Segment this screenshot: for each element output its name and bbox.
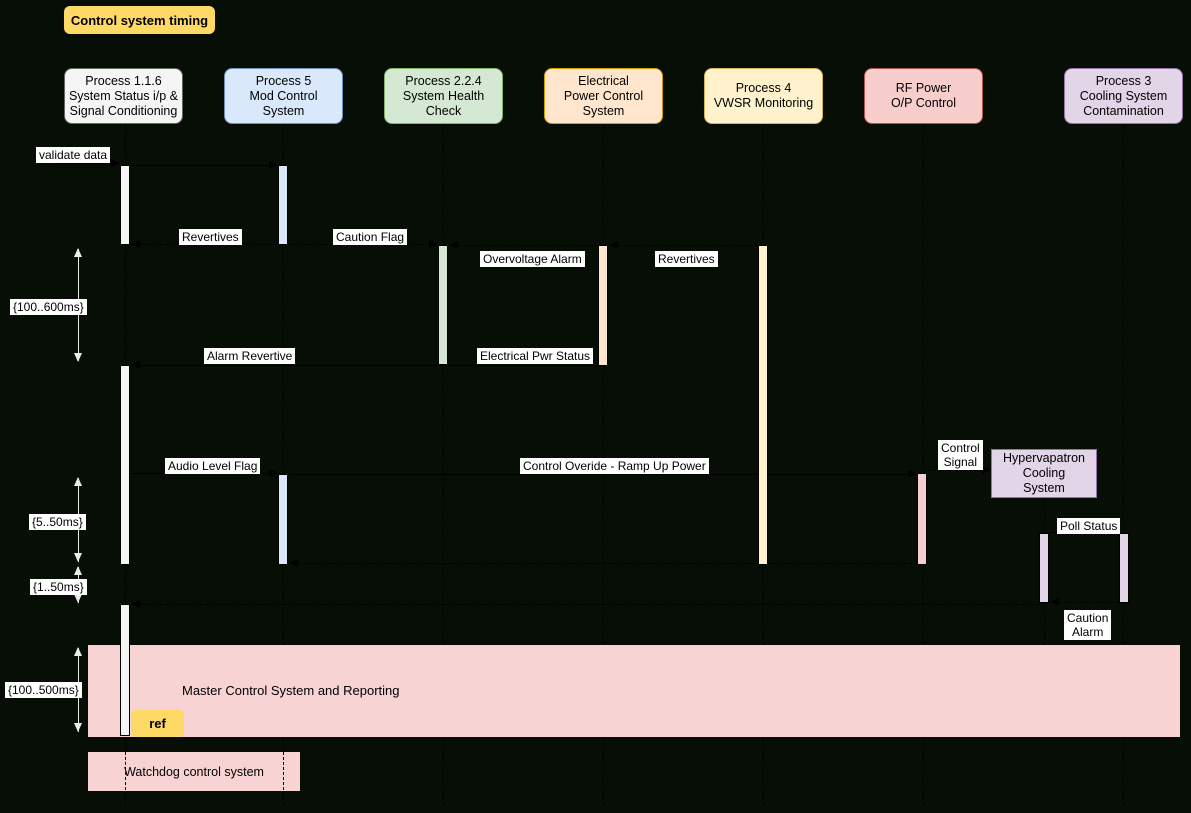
participant-electrical-power: Electrical Power Control System: [544, 68, 663, 124]
arrowhead-return-to-p1: [131, 600, 140, 608]
label-poll-status: Poll Status: [1057, 518, 1121, 534]
arrowhead-alarm-revertive: [131, 361, 140, 369]
label-revertives-1: Revertives: [179, 229, 242, 245]
arrowhead-control-signal: [982, 466, 991, 474]
lifeline-rf-power: [923, 125, 924, 805]
participant-process-2-2-4: Process 2.2.4 System Health Check: [384, 68, 503, 124]
lifeline-process-5: [283, 122, 284, 805]
arrowhead-p1-to-p2: [269, 161, 278, 169]
master-control-band: [88, 645, 1180, 737]
participant-process-5: Process 5 Mod Control System: [224, 68, 343, 124]
timing-arrowhead: [74, 353, 82, 362]
watchdog-fragment: Watchdog control system: [88, 752, 300, 791]
activation-p6: [917, 473, 927, 565]
master-control-band-label: Master Control System and Reporting: [182, 683, 400, 698]
timing-arrowhead: [74, 553, 82, 562]
arrowhead-audio-level-flag: [269, 469, 278, 477]
message-line-return-to-p1: [140, 604, 1039, 605]
activation-p7: [1119, 533, 1129, 603]
label-revertives-2: Revertives: [655, 251, 718, 267]
timing-arrowhead: [74, 647, 82, 656]
activation-p3: [438, 245, 448, 365]
activation-p2-a: [278, 165, 288, 245]
activation-p1-b: [120, 365, 130, 565]
label-validate-data: validate data: [36, 147, 111, 163]
message-line-control-signal: [928, 470, 982, 471]
arrowhead-caution-flag: [429, 240, 438, 248]
activation-p2-b: [278, 474, 288, 565]
message-line-p1-to-p2: [131, 165, 269, 166]
label-overvoltage-alarm: Overvoltage Alarm: [480, 251, 585, 267]
label-constraint-5-50ms: {5..50ms}: [29, 514, 86, 530]
participant-hypervapatron: Hypervapatron Cooling System: [991, 449, 1097, 498]
label-control-overide: Control Overide - Ramp Up Power: [520, 458, 709, 474]
activation-hypervapatron: [1039, 533, 1049, 603]
message-line-validate-data: [55, 163, 111, 164]
label-caution-flag: Caution Flag: [333, 229, 408, 245]
label-constraint-100-500ms: {100..500ms}: [5, 682, 82, 698]
message-line-caution-alarm: [1059, 602, 1119, 603]
label-caution-alarm: Caution Alarm: [1064, 610, 1112, 640]
activation-p4: [598, 245, 608, 366]
label-constraint-100-600ms: {100..600ms}: [10, 299, 87, 315]
label-electrical-pwr-status: Electrical Pwr Status: [477, 348, 594, 364]
arrowhead-caution-alarm: [1050, 598, 1059, 606]
timing-arrowhead: [74, 594, 82, 603]
ref-tag: ref: [131, 710, 184, 737]
timing-arrowhead: [74, 723, 82, 732]
message-line-p6-return-p2: [298, 563, 917, 564]
activation-p5: [758, 245, 768, 565]
arrowhead-revertives-1: [131, 240, 140, 248]
arrowhead-validate-data: [111, 159, 120, 167]
participant-process-3: Process 3 Cooling System Contamination: [1064, 68, 1183, 124]
timing-arrowhead: [74, 477, 82, 486]
message-line-overvoltage-alarm: [458, 245, 598, 246]
lifeline-process-3: [1123, 125, 1124, 805]
lifeline-process-2-2-4: [443, 124, 444, 805]
message-line-control-overide: [289, 474, 908, 475]
arrowhead-revertives-2: [609, 241, 618, 249]
arrowhead-control-overide: [908, 470, 917, 478]
diagram-title: Control system timing: [64, 6, 215, 34]
arrowhead-overvoltage-alarm: [449, 241, 458, 249]
timing-arrowhead: [74, 248, 82, 257]
message-line-revertives-2: [618, 245, 758, 246]
arrowhead-p6-return-p2: [289, 559, 298, 567]
participant-rf-power: RF Power O/P Control: [864, 68, 983, 124]
activation-p1-a: [120, 165, 130, 245]
label-constraint-1-50ms: {1..50ms}: [30, 579, 87, 595]
timing-arrowhead: [74, 566, 82, 575]
activation-p1-c: [120, 604, 130, 736]
participant-process-1-1-6: Process 1.1.6 System Status i/p & Signal…: [64, 68, 183, 124]
label-control-signal: Control Signal: [938, 440, 983, 470]
label-audio-level-flag: Audio Level Flag: [165, 458, 261, 474]
participant-process-4: Process 4 VWSR Monitoring: [704, 68, 823, 124]
message-line-alarm-revertive: [140, 365, 598, 366]
label-alarm-revertive: Alarm Revertive: [204, 348, 296, 364]
